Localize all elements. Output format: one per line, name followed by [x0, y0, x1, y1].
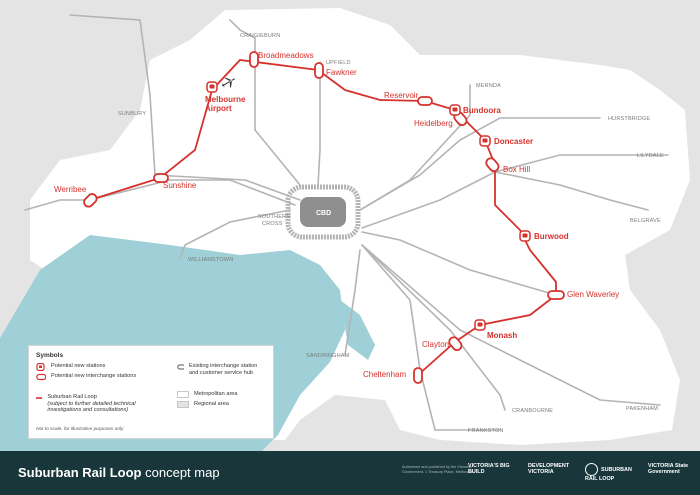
interchange-fawkner [314, 62, 324, 79]
label-williamstown: WILLIAMSTOWN [188, 257, 233, 263]
interchange-reservoir [417, 96, 433, 106]
line-glen-waverley [361, 231, 557, 296]
new-interchange-stations [83, 51, 565, 384]
legend-existing-interchange: Existing interchange station and custome… [177, 363, 267, 376]
development-victoria-logo: DEVELOPMENT VICTORIA [528, 463, 570, 475]
interchange-cheltenham [413, 367, 423, 384]
existing-interchange-icon [177, 364, 184, 370]
map-legend: Symbols Potential new stations Potential… [28, 345, 274, 439]
label-sandringham: SANDRINGHAM [306, 353, 350, 359]
label-reservoir: Reservoir [384, 91, 419, 100]
line-cranbourne [361, 244, 506, 411]
label-lilydale: LILYDALE [637, 153, 664, 159]
label-doncaster: Doncaster [494, 137, 533, 146]
victoria-state-government-logo: VICTORIA State Government [648, 463, 689, 475]
interchange-glen-waverley [547, 290, 565, 300]
label-werribee: Werribee [54, 185, 87, 194]
label-hurstbridge: HURSTBRIDGE [608, 116, 650, 122]
label-cranbourne: CRANBOURNE [512, 408, 553, 414]
srl-logo: SUBURBAN RAIL LOOP [585, 463, 637, 482]
train-station-icon [474, 319, 486, 331]
interchange-pill-icon [36, 373, 46, 381]
legend-title: Symbols [36, 352, 64, 359]
line-upfield [317, 61, 321, 186]
metro-rail-lines [24, 14, 669, 431]
line-sandringham [344, 249, 361, 356]
label-melbourne-airport-2: Airport [205, 104, 232, 113]
train-station-icon [479, 135, 491, 147]
cbd-city-loop [285, 184, 361, 240]
new-stations [206, 81, 531, 331]
line-sunbury [149, 94, 301, 201]
line-northern [229, 19, 256, 39]
label-bundoora: Bundoora [463, 106, 501, 115]
label-cheltenham: Cheltenham [363, 370, 406, 379]
srl-line-swatch [36, 397, 43, 399]
line-williamstown [179, 209, 291, 259]
srl-logo-icon [585, 463, 598, 476]
label-glen-waverley: Glen Waverley [567, 290, 619, 299]
label-mernda: MERNDA [476, 83, 501, 89]
label-southern-cross-1: SOUTHERN [258, 214, 290, 220]
legend-regional-area: Regional area [177, 401, 229, 408]
big-build-logo: VICTORIA'S BIG BUILD [468, 463, 510, 475]
metro-area-swatch [177, 391, 189, 398]
label-sunshine: Sunshine [163, 181, 197, 190]
line-werribee [89, 179, 296, 206]
line-pakenham [361, 244, 661, 406]
label-pakenham: PAKENHAM [626, 406, 658, 412]
label-frankston: FRANKSTON [468, 428, 504, 434]
interchange-box-hill [485, 157, 500, 172]
label-southern-cross-2: CROSS [262, 221, 283, 227]
legend-new-stations: Potential new stations [36, 363, 105, 371]
train-station-icon [206, 81, 218, 93]
label-burwood: Burwood [534, 232, 569, 241]
bay-inlet [340, 300, 375, 360]
footer-bar: Suburban Rail Loop concept map Authorise… [0, 451, 700, 495]
interchange-clayton [448, 336, 463, 351]
authorisation-text: Authorised and published by the Victoria… [402, 465, 474, 474]
legend-metro-area: Metropolitan area [177, 391, 238, 398]
interchange-broadmeadows [249, 51, 259, 68]
label-upfield: UPFIELD [326, 60, 351, 66]
label-monash: Monash [487, 331, 517, 340]
label-broadmeadows: Broadmeadows [258, 51, 314, 60]
cbd-label: CBD [316, 210, 331, 217]
line-craigieburn [254, 37, 301, 186]
line-hurstbridge [359, 117, 601, 211]
legend-srl-line: Suburban Rail Loop(subject to further de… [36, 394, 156, 414]
label-heidelberg: Heidelberg [414, 119, 453, 128]
regional-area-swatch [177, 401, 189, 408]
label-belgrave: BELGRAVE [630, 218, 661, 224]
label-sunbury: SUNBURY [118, 111, 146, 117]
label-craigieburn: CRAIGIEBURN [240, 33, 280, 39]
airplane-icon [221, 77, 236, 88]
legend-note: Not to scale, for illustrative purposes … [36, 427, 124, 432]
line-regional-west [24, 199, 91, 211]
line-belgrave [494, 171, 649, 211]
page-title: Suburban Rail Loop concept map [18, 465, 220, 480]
line-geelong [69, 14, 151, 96]
train-station-icon [36, 363, 45, 371]
interchange-sunshine [153, 173, 169, 183]
label-fawkner: Fawkner [326, 68, 357, 77]
train-station-icon [449, 104, 461, 116]
label-melbourne-airport-1: Melbourne [205, 95, 246, 104]
interchange-werribee [83, 193, 98, 208]
label-clayton: Clayton [422, 340, 449, 349]
label-box-hill: Box Hill [503, 165, 530, 174]
train-station-icon [519, 230, 531, 242]
legend-new-interchange: Potential new interchange stations [36, 373, 146, 381]
